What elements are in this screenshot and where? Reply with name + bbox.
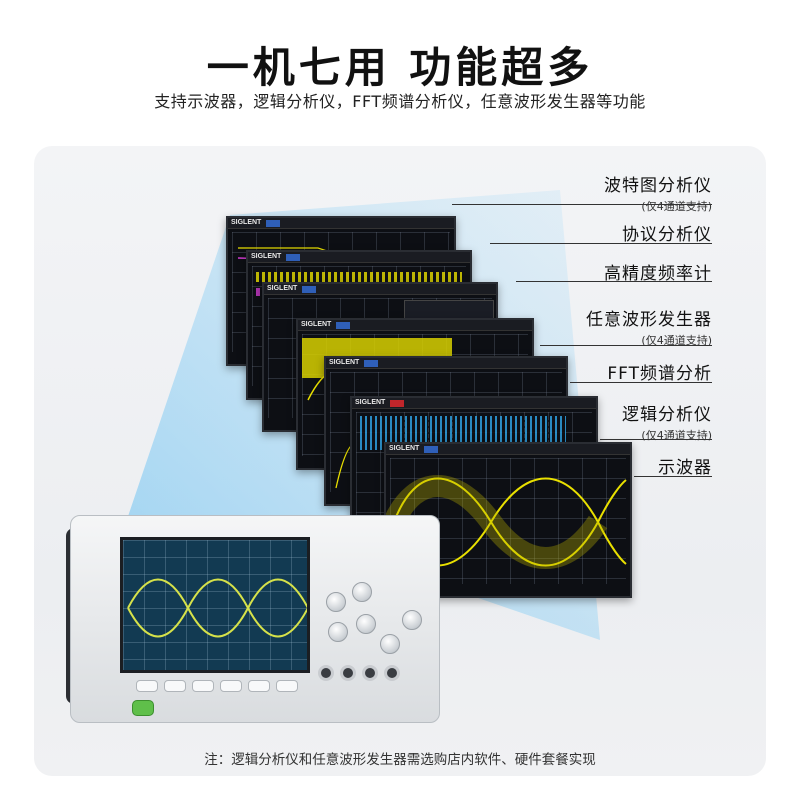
page-subtitle: 支持示波器，逻辑分析仪，FFT频谱分析仪，任意波形发生器等功能: [154, 92, 646, 111]
feature-label: 高精度频率计: [604, 264, 712, 284]
softkey-button[interactable]: [248, 680, 270, 692]
leader-line: [600, 439, 712, 440]
feature-label: 逻辑分析仪: [622, 405, 712, 425]
channel-connector[interactable]: [318, 665, 334, 681]
feature-label: FFT频谱分析: [607, 364, 712, 384]
control-knob[interactable]: [326, 592, 346, 612]
brand-logo: SIGLENT: [355, 399, 386, 406]
brand-logo: SIGLENT: [301, 321, 332, 328]
feature-label: 示波器: [658, 458, 712, 478]
feature-logic-analyzer: 逻辑分析仪 (仅4通道支持): [622, 400, 712, 443]
leader-line: [452, 204, 712, 205]
feature-bode-plot: 波特图分析仪 (仅4通道支持): [604, 171, 712, 214]
leader-line: [570, 382, 712, 383]
control-knob[interactable]: [356, 614, 376, 634]
feature-note: (仅4通道支持): [641, 429, 712, 442]
brand-logo: SIGLENT: [329, 359, 360, 366]
control-knob[interactable]: [352, 582, 372, 602]
leader-line: [540, 345, 712, 346]
feature-frequency-counter: 高精度频率计: [604, 259, 712, 284]
oscilloscope-display: [120, 537, 310, 673]
softkey-button[interactable]: [192, 680, 214, 692]
footnote: 注：逻辑分析仪和任意波形发生器需选购店内软件、硬件套餐实现: [204, 752, 596, 768]
feature-label: 协议分析仪: [622, 225, 712, 245]
control-knob[interactable]: [328, 622, 348, 642]
page-title: 一机七用 功能超多: [206, 43, 594, 92]
softkey-button[interactable]: [164, 680, 186, 692]
channel-connector[interactable]: [362, 665, 378, 681]
feature-arbitrary-waveform: 任意波形发生器 (仅4通道支持): [586, 305, 712, 348]
channel-connector[interactable]: [340, 665, 356, 681]
leader-line: [516, 281, 712, 282]
feature-oscilloscope: 示波器: [658, 453, 712, 478]
feature-note: (仅4通道支持): [641, 334, 712, 347]
brand-logo: SIGLENT: [389, 445, 420, 452]
softkey-button[interactable]: [220, 680, 242, 692]
brand-logo: SIGLENT: [251, 253, 282, 260]
feature-label: 波特图分析仪: [604, 176, 712, 196]
leader-line: [490, 243, 712, 244]
leader-line: [634, 476, 712, 477]
feature-label: 任意波形发生器: [586, 310, 712, 330]
feature-fft-spectrum: FFT频谱分析: [607, 359, 712, 384]
brand-logo: SIGLENT: [267, 285, 298, 292]
feature-note: (仅4通道支持): [641, 200, 712, 213]
control-knob[interactable]: [402, 610, 422, 630]
power-icon[interactable]: [132, 700, 154, 716]
brand-logo: SIGLENT: [231, 219, 262, 226]
softkey-button[interactable]: [136, 680, 158, 692]
feature-protocol-analyzer: 协议分析仪: [622, 220, 712, 245]
control-knob[interactable]: [380, 634, 400, 654]
channel-connector[interactable]: [384, 665, 400, 681]
softkey-button[interactable]: [276, 680, 298, 692]
